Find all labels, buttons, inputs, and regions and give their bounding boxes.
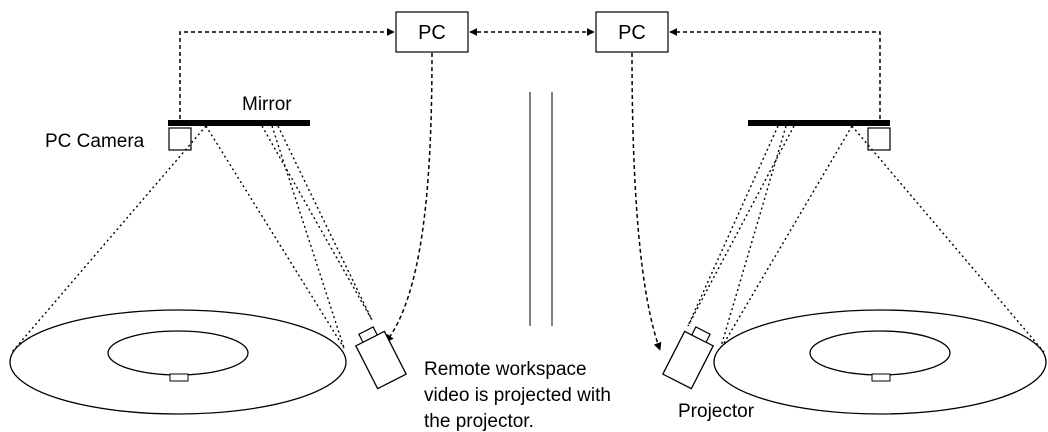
edge-pc-right-to-projector-right [631,52,662,351]
edge-camera-right-to-pc-right [669,28,881,126]
camera-right [867,127,891,151]
pc-left-label: PC [418,22,446,44]
mirror-left-label: Mirror [242,94,292,115]
projector-right-beam [687,125,795,351]
camera-left [168,127,192,151]
remote-separator [529,92,553,326]
camera-left-field-of-view [11,125,345,353]
left-site: Mirror PC Camera [9,94,408,415]
camera-right-field-of-view [719,125,1045,353]
projector-right-label: Projector [678,401,755,422]
projection-annotation: Remote workspace video is projected with… [424,359,611,432]
pc-right-label: PC [618,22,646,44]
right-site: Projector [661,120,1047,422]
camera-left-label: PC Camera [45,131,145,152]
annotation-line-1: Remote workspace [424,359,587,380]
table-right-marker [871,373,891,382]
edge-camera-left-to-pc-left [179,28,395,126]
projector-left-beam [261,125,373,349]
mirror-left [168,120,310,126]
projector-left [354,326,408,390]
annotation-line-3: the projector. [424,411,534,432]
projector-right [661,326,715,390]
pc-right-node: PC [595,11,669,53]
edge-pc-left-to-projector-left [385,52,433,343]
table-left-outer [9,309,347,415]
annotation-line-2: video is projected with [424,385,611,406]
table-right-outer [713,309,1047,415]
mirror-right [748,120,890,126]
table-left-marker [169,373,189,382]
pc-left-node: PC [395,11,469,53]
